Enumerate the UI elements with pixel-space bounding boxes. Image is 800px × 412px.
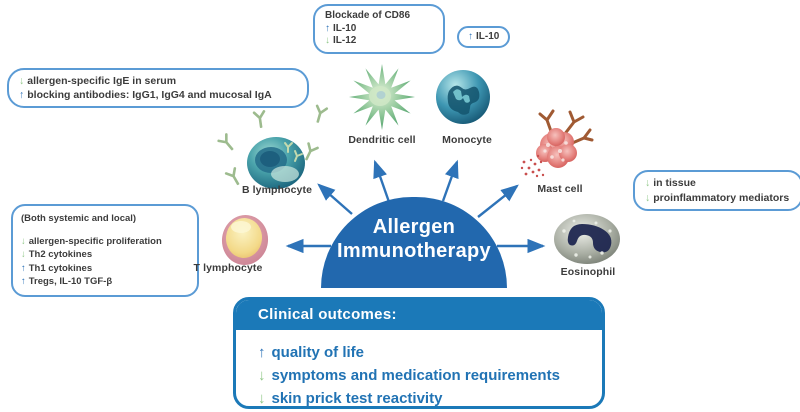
effect-line: ↑IL-10: [468, 30, 499, 44]
effect-text: symptoms and medication requirements: [271, 367, 560, 384]
arrow-to-monocyte: [441, 159, 459, 202]
dendritic-cell-illustration: [349, 64, 415, 130]
b-lymphocyte-illustration: [247, 137, 305, 189]
effect-line: ↑Tregs, IL-10 TGF-β: [21, 275, 189, 289]
effect-text: in tissue: [653, 177, 696, 189]
monocyte-illustration: [436, 70, 490, 124]
box-title: Blockade of CD86: [325, 10, 411, 21]
antibody-icon: [315, 104, 329, 123]
effect-line: ↓allergen-specific IgE in serum: [19, 74, 297, 88]
eosinophil-illustration: [554, 214, 620, 264]
down-arrow-icon: ↓: [21, 249, 26, 260]
effect-line: ↓allergen-specific proliferation: [21, 235, 189, 249]
eosinophil-label: Eosinophil: [560, 266, 616, 278]
effect-line: ↑Th1 cytokines: [21, 262, 189, 276]
up-arrow-icon: ↑: [258, 344, 266, 361]
down-arrow-icon: ↓: [645, 177, 651, 189]
dome-title-line1: Allergen: [372, 216, 456, 238]
il10-pill-box: ↑IL-10: [457, 26, 511, 48]
effect-text: allergen-specific proliferation: [28, 235, 162, 247]
effect-line: ↓IL-12: [325, 35, 433, 48]
effect-text: allergen-specific IgE in serum: [27, 75, 177, 87]
down-arrow-icon: ↓: [21, 235, 26, 247]
up-arrow-icon: ↑: [21, 276, 26, 287]
effect-text: Th1 cytokines: [28, 262, 93, 274]
antibody-icon: [217, 133, 234, 151]
arrow-to-dendritic-cell: [373, 159, 391, 203]
antibody-icon: [252, 110, 266, 129]
down-arrow-icon: ↓: [325, 35, 330, 46]
clinical-outcomes-header: Clinical outcomes:: [236, 300, 602, 330]
mast-cell-illustration: [520, 109, 594, 178]
t-lymphocyte-label: T lymphocyte: [193, 262, 263, 274]
effect-line: ↓ skin prick test reactivity: [258, 387, 602, 407]
effect-line: ↓Th2 cytokines: [21, 248, 189, 262]
effect-text: Th2 cytokines: [28, 249, 93, 260]
dome-title-line2: Immunotherapy: [337, 240, 491, 262]
b-lymphocyte-label: B lymphocyte: [241, 184, 313, 196]
down-arrow-icon: ↓: [258, 367, 266, 384]
effect-text: quality of life: [271, 344, 365, 361]
effect-text: IL-10: [333, 22, 357, 34]
down-arrow-icon: ↓: [645, 191, 651, 204]
tissue-mediators-box: ↓in tissue↓proinflammatory mediators: [633, 170, 800, 211]
effect-text: skin prick test reactivity: [271, 390, 443, 407]
effect-line: ↑IL-10: [325, 23, 433, 36]
effect-text: blocking antibodies: IgG1, IgG4 and muco…: [27, 89, 272, 101]
effect-line: ↑blocking antibodies: IgG1, IgG4 and muc…: [19, 88, 297, 102]
down-arrow-icon: ↓: [258, 390, 266, 407]
effect-line: ↓proinflammatory mediators: [645, 191, 791, 206]
systemic-local-box: (Both systemic and local) ↓allergen-spec…: [11, 204, 199, 297]
dendritic-cell-label: Dendritic cell: [348, 134, 416, 146]
t-lymphocyte-illustration: [221, 215, 269, 265]
allergen-immunotherapy-dome: Allergen Immunotherapy: [321, 197, 507, 288]
up-arrow-icon: ↑: [19, 89, 25, 101]
blockade-cd86-box: Blockade of CD86 ↑IL-10↓IL-12: [313, 4, 445, 54]
mast-cell-label: Mast cell: [537, 183, 583, 195]
down-arrow-icon: ↓: [19, 75, 25, 87]
monocyte-label: Monocyte: [442, 134, 492, 146]
effect-line: ↓ symptoms and medication requirements: [258, 364, 602, 387]
effect-line: ↓in tissue: [645, 176, 791, 191]
effect-text: Tregs, IL-10 TGF-β: [28, 276, 113, 287]
up-arrow-icon: ↑: [21, 262, 26, 274]
serum-ige-box: ↓allergen-specific IgE in serum↑blocking…: [7, 68, 309, 108]
up-arrow-icon: ↑: [325, 22, 330, 34]
clinical-outcomes-box: Clinical outcomes: ↑ quality of life ↓ symp…: [233, 297, 605, 409]
effect-line: ↑ quality of life: [258, 341, 602, 364]
up-arrow-icon: ↑: [468, 31, 473, 42]
effect-text: proinflammatory mediators: [653, 191, 790, 204]
antibody-icon: [305, 142, 319, 161]
effect-text: IL-12: [333, 35, 357, 46]
antibody-icon: [224, 167, 240, 186]
effect-text: IL-10: [476, 31, 500, 42]
box-title: (Both systemic and local): [21, 213, 137, 224]
